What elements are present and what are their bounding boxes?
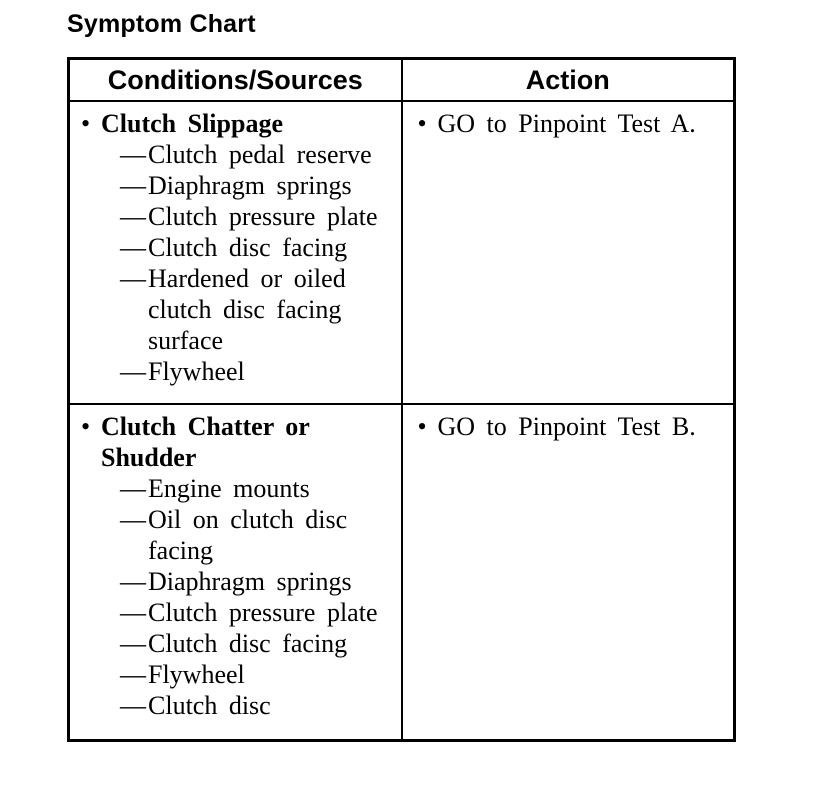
condition-title: Clutch Chatter or Shudder (101, 412, 310, 472)
dash-icon: — (120, 629, 146, 658)
dash-icon: — (120, 598, 146, 627)
table-row: • Clutch Slippage — Clutch pedal reserve… (67, 100, 736, 405)
dash-icon: — (120, 474, 146, 503)
dash-icon: — (120, 264, 146, 293)
action-text: GO to Pinpoint Test A. (437, 109, 696, 138)
condition-title: Clutch Slippage (101, 109, 283, 138)
source-item: — Clutch disc facing (120, 232, 395, 263)
table-row: • Clutch Chatter or Shudder — Engine mou… (67, 403, 736, 742)
source-item-label: Diaphragm springs (148, 567, 352, 596)
source-item-label: Clutch disc facing (148, 233, 348, 262)
condition-heading: • Clutch Chatter or Shudder (81, 411, 395, 473)
source-item: — Engine mounts (120, 473, 395, 504)
source-item-label: Clutch pressure plate (148, 598, 378, 627)
conditions-cell-clutch-slippage: • Clutch Slippage — Clutch pedal reserve… (67, 100, 403, 405)
source-item: — Clutch disc facing (120, 628, 395, 659)
source-item: — Flywheel (120, 659, 395, 690)
action-entry: • GO to Pinpoint Test A. (414, 108, 728, 139)
source-item: — Diaphragm springs (120, 170, 395, 201)
source-item-label: Clutch pedal reserve (148, 140, 372, 169)
source-item-label: Flywheel (148, 660, 245, 689)
action-cell-test-b: • GO to Pinpoint Test B. (400, 403, 736, 742)
source-item-label: Diaphragm springs (148, 171, 352, 200)
action-entry: • GO to Pinpoint Test B. (414, 411, 728, 442)
source-item: — Clutch pressure plate (120, 201, 395, 232)
bullet-icon: • (81, 109, 91, 138)
source-item-label: Clutch pressure plate (148, 202, 378, 231)
header-conditions-sources: Conditions/Sources (67, 57, 403, 102)
source-item-label: Hardened or oiled clutch disc facing sur… (148, 264, 346, 355)
action-cell-test-a: • GO to Pinpoint Test A. (400, 100, 736, 405)
dash-icon: — (120, 357, 146, 386)
source-item: — Clutch pedal reserve (120, 139, 395, 170)
action-text: GO to Pinpoint Test B. (437, 412, 696, 441)
page-title: Symptom Chart (67, 10, 256, 38)
source-item: — Clutch disc (120, 690, 395, 721)
source-item: — Clutch pressure plate (120, 597, 395, 628)
source-item: — Flywheel (120, 356, 395, 387)
symptom-table: Conditions/Sources Action • Clutch Slipp… (67, 57, 736, 742)
dash-icon: — (120, 567, 146, 596)
source-item-label: Oil on clutch disc facing (148, 505, 348, 565)
dash-icon: — (120, 202, 146, 231)
bullet-icon: • (81, 412, 91, 441)
header-row: Conditions/Sources Action (67, 57, 736, 102)
conditions-cell-clutch-chatter: • Clutch Chatter or Shudder — Engine mou… (67, 403, 403, 742)
source-item-label: Clutch disc facing (148, 629, 348, 658)
header-action: Action (400, 57, 736, 102)
dash-icon: — (120, 233, 146, 262)
source-item-label: Engine mounts (148, 474, 310, 503)
source-item: — Hardened or oiled clutch disc facing s… (120, 263, 395, 356)
dash-icon: — (120, 660, 146, 689)
source-item: — Diaphragm springs (120, 566, 395, 597)
dash-icon: — (120, 171, 146, 200)
source-item: — Oil on clutch disc facing (120, 504, 395, 566)
source-item-label: Flywheel (148, 357, 245, 386)
bullet-icon: • (417, 412, 427, 441)
source-item-label: Clutch disc (148, 691, 271, 720)
dash-icon: — (120, 691, 146, 720)
condition-heading: • Clutch Slippage (81, 108, 395, 139)
dash-icon: — (120, 505, 146, 534)
dash-icon: — (120, 140, 146, 169)
bullet-icon: • (417, 109, 427, 138)
